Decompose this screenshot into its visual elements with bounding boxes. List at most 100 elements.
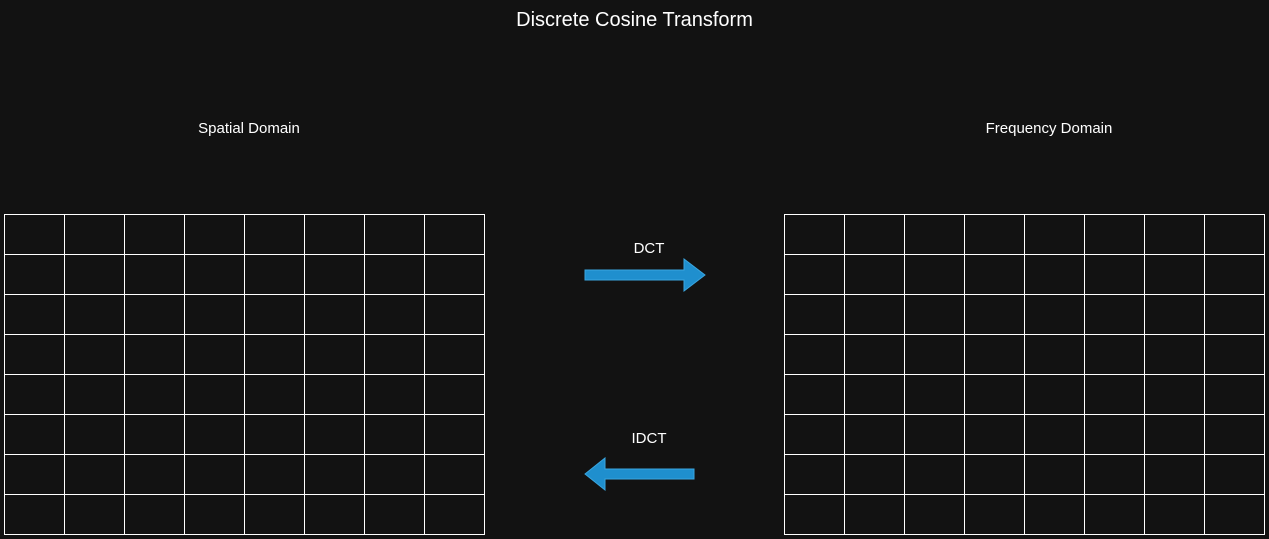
frequency-grid-cell	[1205, 295, 1265, 335]
spatial-grid-cell	[125, 295, 185, 335]
frequency-grid-cell	[1205, 255, 1265, 295]
spatial-grid-cell	[125, 255, 185, 295]
spatial-grid-cell	[425, 495, 485, 535]
spatial-grid-cell	[245, 295, 305, 335]
frequency-grid-cell	[845, 375, 905, 415]
frequency-grid-cell	[1145, 415, 1205, 455]
frequency-grid-cell	[845, 415, 905, 455]
frequency-grid-cell	[965, 415, 1025, 455]
frequency-grid-cell	[1085, 335, 1145, 375]
spatial-grid-cell	[5, 255, 65, 295]
frequency-grid-cell	[1085, 255, 1145, 295]
spatial-grid-cell	[185, 415, 245, 455]
spatial-grid-cell	[185, 255, 245, 295]
frequency-grid-cell	[905, 455, 965, 495]
frequency-grid-cell	[1205, 495, 1265, 535]
frequency-grid-cell	[845, 335, 905, 375]
spatial-grid-cell	[125, 335, 185, 375]
spatial-grid-cell	[125, 415, 185, 455]
spatial-grid-cell	[65, 215, 125, 255]
spatial-domain-grid	[4, 214, 485, 535]
spatial-grid-cell	[365, 415, 425, 455]
spatial-grid-cell	[185, 455, 245, 495]
spatial-grid-cell	[365, 335, 425, 375]
frequency-grid-cell	[785, 415, 845, 455]
spatial-grid-cell	[65, 335, 125, 375]
spatial-grid-cell	[125, 375, 185, 415]
frequency-grid-cell	[965, 495, 1025, 535]
frequency-grid-cell	[1085, 495, 1145, 535]
frequency-grid-cell	[965, 295, 1025, 335]
spatial-grid-cell	[65, 495, 125, 535]
frequency-grid-cell	[1025, 455, 1085, 495]
frequency-grid-cell	[1205, 375, 1265, 415]
frequency-grid-cell	[905, 295, 965, 335]
spatial-grid-cell	[365, 455, 425, 495]
frequency-grid-cell	[785, 255, 845, 295]
spatial-grid-cell	[425, 335, 485, 375]
frequency-grid-cell	[1205, 335, 1265, 375]
spatial-grid-cell	[5, 215, 65, 255]
frequency-grid-cell	[1025, 375, 1085, 415]
frequency-domain-label: Frequency Domain	[985, 120, 1113, 137]
frequency-grid-cell	[785, 295, 845, 335]
spatial-grid-cell	[305, 455, 365, 495]
frequency-grid-cell	[1085, 375, 1145, 415]
spatial-grid-cell	[305, 375, 365, 415]
idct-label: IDCT	[631, 430, 667, 447]
spatial-grid-cell	[185, 335, 245, 375]
spatial-grid-cell	[5, 495, 65, 535]
spatial-grid-cell	[245, 495, 305, 535]
frequency-grid-cell	[785, 495, 845, 535]
spatial-grid-cell	[245, 255, 305, 295]
frequency-grid-cell	[965, 215, 1025, 255]
frequency-grid-cell	[1205, 415, 1265, 455]
frequency-grid-cell	[1025, 335, 1085, 375]
frequency-grid-cell	[1085, 415, 1145, 455]
frequency-grid-cell	[1085, 455, 1145, 495]
frequency-grid-cell	[845, 215, 905, 255]
spatial-domain-label: Spatial Domain	[198, 120, 300, 137]
spatial-grid-cell	[305, 415, 365, 455]
spatial-grid-cell	[245, 375, 305, 415]
frequency-grid-cell	[1085, 215, 1145, 255]
frequency-grid-cell	[1145, 255, 1205, 295]
spatial-grid-cell	[425, 375, 485, 415]
frequency-grid-cell	[965, 375, 1025, 415]
spatial-grid-cell	[65, 415, 125, 455]
spatial-grid-cell	[125, 455, 185, 495]
spatial-grid-cell	[365, 255, 425, 295]
spatial-grid-cell	[305, 295, 365, 335]
idct-arrow-left-icon	[584, 457, 695, 492]
spatial-grid-cell	[185, 375, 245, 415]
frequency-grid-cell	[845, 295, 905, 335]
frequency-grid-cell	[1025, 495, 1085, 535]
frequency-grid-cell	[845, 495, 905, 535]
frequency-grid-cell	[1145, 295, 1205, 335]
spatial-grid-cell	[65, 255, 125, 295]
frequency-grid-cell	[1145, 215, 1205, 255]
frequency-grid-cell	[785, 375, 845, 415]
spatial-grid-cell	[65, 375, 125, 415]
frequency-grid-cell	[965, 335, 1025, 375]
dct-label: DCT	[633, 240, 665, 257]
frequency-grid-cell	[965, 255, 1025, 295]
spatial-grid-cell	[305, 215, 365, 255]
spatial-grid-cell	[245, 455, 305, 495]
spatial-grid-cell	[65, 455, 125, 495]
frequency-grid-cell	[1205, 215, 1265, 255]
frequency-grid-cell	[905, 215, 965, 255]
frequency-grid-cell	[845, 455, 905, 495]
spatial-grid-cell	[365, 375, 425, 415]
frequency-grid-cell	[845, 255, 905, 295]
spatial-grid-cell	[365, 295, 425, 335]
frequency-grid-cell	[1085, 295, 1145, 335]
frequency-grid-cell	[1145, 455, 1205, 495]
spatial-grid-cell	[5, 415, 65, 455]
spatial-grid-cell	[185, 495, 245, 535]
frequency-grid-cell	[785, 335, 845, 375]
frequency-grid-cell	[1025, 295, 1085, 335]
spatial-grid-cell	[245, 335, 305, 375]
frequency-grid-cell	[1205, 455, 1265, 495]
